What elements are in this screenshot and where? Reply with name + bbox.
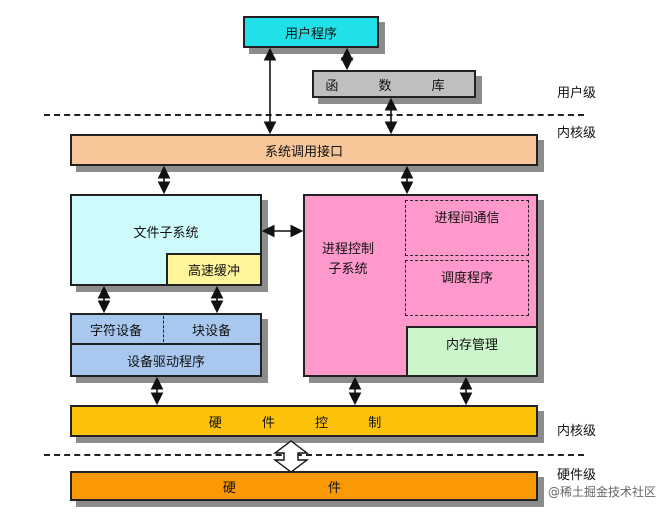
scheduler-box: 调度程序 bbox=[405, 260, 529, 316]
hardware-control-label: 硬 件 控 制 bbox=[208, 415, 400, 431]
buffer-label: 高速缓冲 bbox=[187, 264, 240, 279]
watermark: @稀土掘金技术社区 bbox=[547, 485, 656, 499]
level-hardware-label: 硬件级 bbox=[557, 468, 597, 483]
buffer-box: 高速缓冲 bbox=[166, 253, 262, 286]
kernel-hardware-separator bbox=[44, 454, 584, 456]
hollow-arrow-hwcontrol-hardware bbox=[272, 440, 310, 473]
library-label: 函 数 库 bbox=[325, 78, 463, 94]
file-subsystem-label: 文件子系统 bbox=[133, 226, 199, 241]
scheduler-label: 调度程序 bbox=[440, 271, 493, 286]
user-kernel-separator bbox=[44, 114, 584, 116]
user-program-label: 用户程序 bbox=[284, 26, 337, 42]
memory-management-box: 内存管理 bbox=[406, 326, 538, 377]
level-kernel-bottom-label: 内核级 bbox=[557, 424, 597, 439]
syscall-interface-label: 系统调用接口 bbox=[264, 144, 343, 160]
library-box: 函 数 库 bbox=[312, 70, 476, 98]
hardware-label: 硬 件 bbox=[222, 480, 386, 496]
device-divider bbox=[163, 316, 164, 342]
hardware-control-box: 硬 件 控 制 bbox=[70, 405, 538, 437]
syscall-interface-box: 系统调用接口 bbox=[70, 134, 538, 166]
ipc-label: 进程间通信 bbox=[434, 211, 500, 226]
char-device-label: 字符设备 bbox=[90, 324, 143, 339]
user-program-box: 用户程序 bbox=[243, 16, 379, 48]
level-user-label: 用户级 bbox=[557, 86, 597, 101]
device-driver-label: 设备驱动程序 bbox=[126, 354, 205, 370]
memory-management-label: 内存管理 bbox=[445, 338, 498, 353]
block-device-label: 块设备 bbox=[192, 324, 232, 339]
device-driver-box: 设备驱动程序 bbox=[70, 343, 262, 377]
process-control-label: 进程控制 子系统 bbox=[322, 242, 375, 277]
ipc-box: 进程间通信 bbox=[405, 200, 529, 256]
hardware-box: 硬 件 bbox=[70, 471, 538, 501]
level-kernel-top-label: 内核级 bbox=[557, 126, 597, 141]
